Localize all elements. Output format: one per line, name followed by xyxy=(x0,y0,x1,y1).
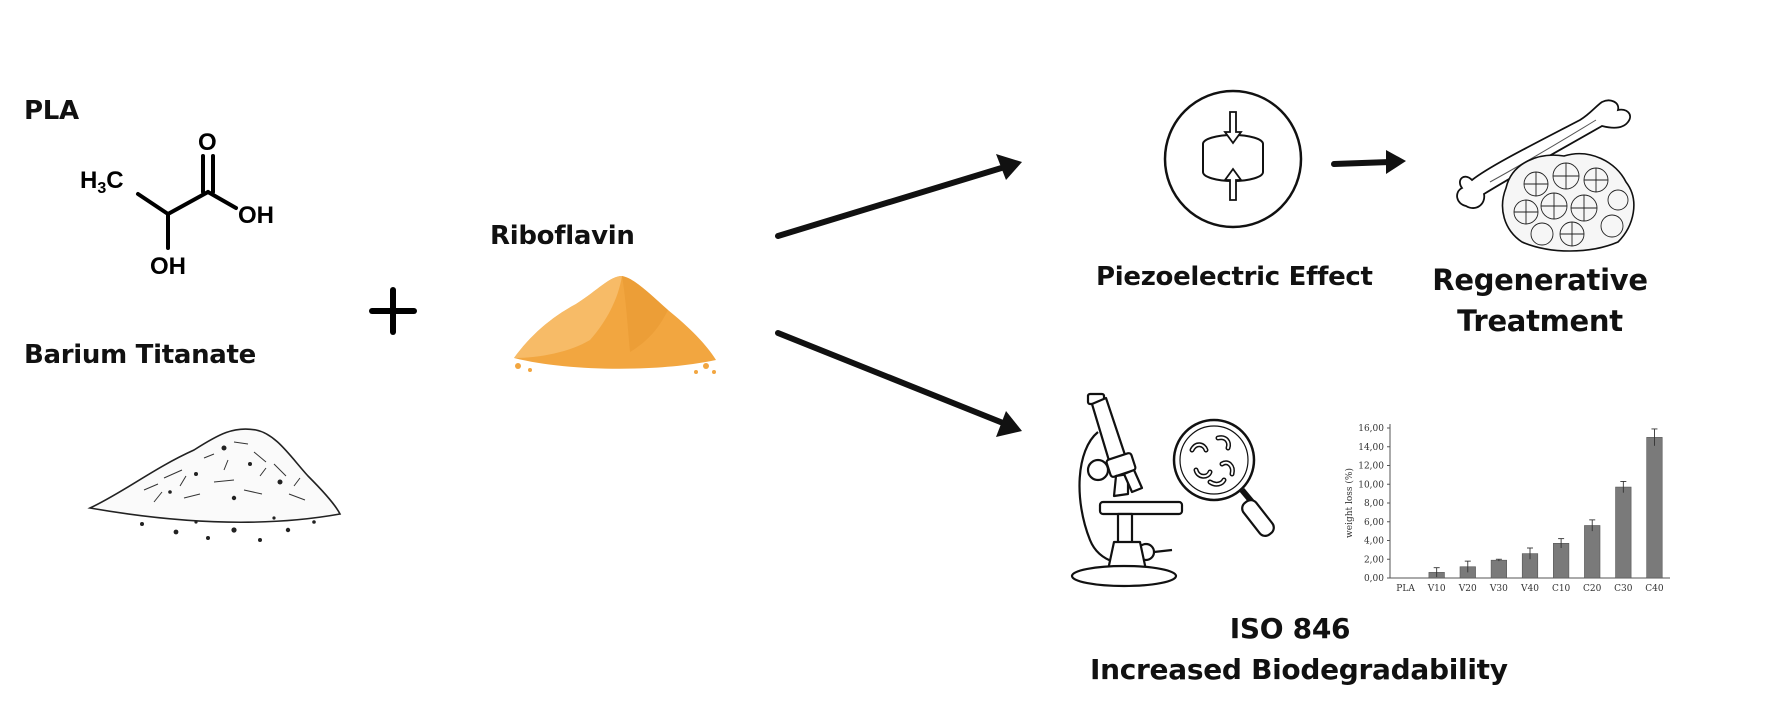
y-tick-label: 0,00 xyxy=(1364,574,1384,584)
y-tick-label: 2,00 xyxy=(1364,555,1384,565)
piezoelectric-label: Piezoelectric Effect xyxy=(1096,262,1373,292)
bar-c40 xyxy=(1646,437,1663,579)
x-tick-label: C40 xyxy=(1645,584,1664,594)
plus-icon xyxy=(369,287,417,335)
bar-c20 xyxy=(1584,525,1601,579)
y-tick-label: 10,00 xyxy=(1358,480,1384,490)
bar-c30 xyxy=(1615,486,1632,579)
y-tick-label: 12,00 xyxy=(1358,462,1384,472)
x-tick-label: C30 xyxy=(1614,584,1633,594)
iso-line2: Increased Biodegradability xyxy=(1090,653,1508,686)
carbonyl-oxygen-label: O xyxy=(198,129,217,156)
riboflavin-powder-pile xyxy=(514,276,716,374)
lactic-acid-structure: H3C O OH OH xyxy=(80,129,274,280)
x-tick-label: V20 xyxy=(1458,584,1477,594)
y-tick-label: 14,00 xyxy=(1358,443,1384,453)
x-tick-label: V30 xyxy=(1489,584,1508,594)
barium-titanate-powder-sketch xyxy=(87,428,342,542)
y-tick-label: 6,00 xyxy=(1364,518,1384,528)
x-tick-label: C10 xyxy=(1552,584,1571,594)
x-tick-label: V40 xyxy=(1520,584,1539,594)
microscope-icon xyxy=(1070,392,1184,588)
arrow-to-regenerative xyxy=(1331,150,1406,174)
barium-titanate-label: Barium Titanate xyxy=(24,340,256,370)
y-tick-label: 16,00 xyxy=(1358,424,1384,434)
regenerative-treatment-label: Regenerative Treatment xyxy=(1430,260,1650,342)
y-tick-label: 8,00 xyxy=(1364,499,1384,509)
alpha-hydroxyl-label: OH xyxy=(150,253,186,280)
regenerative-line1: Regenerative xyxy=(1432,263,1648,297)
acid-hydroxyl-label: OH xyxy=(238,202,274,229)
bar-c10 xyxy=(1553,543,1570,579)
bone-tissue-sketch xyxy=(1456,99,1635,252)
regenerative-line2: Treatment xyxy=(1457,304,1623,338)
arrow-to-biodegradability xyxy=(775,330,1022,437)
magnifier-bacteria-icon xyxy=(1172,418,1275,537)
x-tick-label: C20 xyxy=(1583,584,1602,594)
methyl-group-label: H3C xyxy=(80,167,124,197)
x-tick-label: PLA xyxy=(1396,584,1415,594)
y-tick-label: 4,00 xyxy=(1364,537,1384,547)
bar-v30 xyxy=(1490,559,1507,579)
piezoelectric-icon xyxy=(1163,89,1303,229)
riboflavin-label: Riboflavin xyxy=(490,221,635,251)
arrow-to-piezoelectric xyxy=(775,154,1022,239)
y-axis-label: weight loss (%) xyxy=(1344,468,1355,538)
weight-loss-bar-chart: 0,00 2,00 4,00 6,00 8,00 10,00 12,00 14,00 16,00… xyxy=(1344,424,1670,594)
x-tick-label: V10 xyxy=(1427,584,1446,594)
pla-label: PLA xyxy=(24,96,79,126)
iso-line1: ISO 846 xyxy=(1229,612,1351,645)
iso-biodegradability-label: ISO 846 Increased Biodegradability xyxy=(1090,608,1508,690)
